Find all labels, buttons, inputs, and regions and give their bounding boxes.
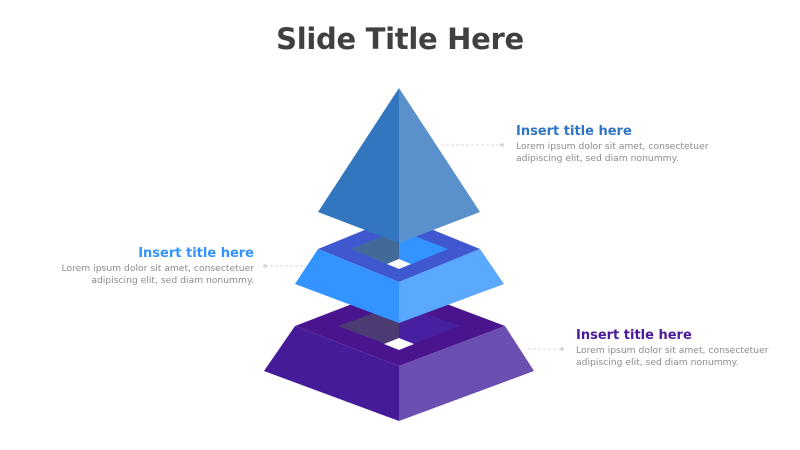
callout-middle-title: Insert title here bbox=[138, 246, 254, 261]
callout-top-body-line2: adipiscing elit, sed diam nonummy. bbox=[516, 153, 679, 164]
pyramid-bottom-layer bbox=[264, 286, 534, 421]
callout-bottom: Insert title here Lorem ipsum dolor sit … bbox=[576, 328, 800, 369]
connector-bottom bbox=[528, 347, 564, 351]
callout-middle-body-line1: Lorem ipsum dolor sit amet, consectetuer bbox=[61, 263, 255, 274]
callout-bottom-title: Insert title here bbox=[576, 328, 692, 343]
callout-top: Insert title here Lorem ipsum dolor sit … bbox=[516, 124, 776, 165]
callout-bottom-body: Lorem ipsum dolor sit amet, consectetuer… bbox=[576, 345, 800, 369]
callout-top-title: Insert title here bbox=[516, 124, 632, 139]
callout-middle-body: Lorem ipsum dolor sit amet, consectetuer… bbox=[0, 263, 255, 287]
pyramid-top-layer bbox=[318, 88, 480, 243]
connector-middle bbox=[263, 264, 318, 268]
slide-title: Slide Title Here bbox=[276, 22, 524, 56]
callout-bottom-body-line2: adipiscing elit, sed diam nonummy. bbox=[576, 357, 739, 368]
callout-top-body-line1: Lorem ipsum dolor sit amet, consectetuer bbox=[516, 141, 709, 152]
callout-middle-body-line2: adipiscing elit, sed diam nonummy. bbox=[91, 275, 254, 286]
connector-top bbox=[441, 143, 504, 147]
callout-top-body: Lorem ipsum dolor sit amet, consectetuer… bbox=[516, 141, 776, 165]
pyramid-middle-layer bbox=[295, 216, 504, 323]
callout-bottom-body-line1: Lorem ipsum dolor sit amet, consectetuer bbox=[576, 345, 769, 356]
callout-middle: Insert title here Lorem ipsum dolor sit … bbox=[0, 246, 255, 287]
